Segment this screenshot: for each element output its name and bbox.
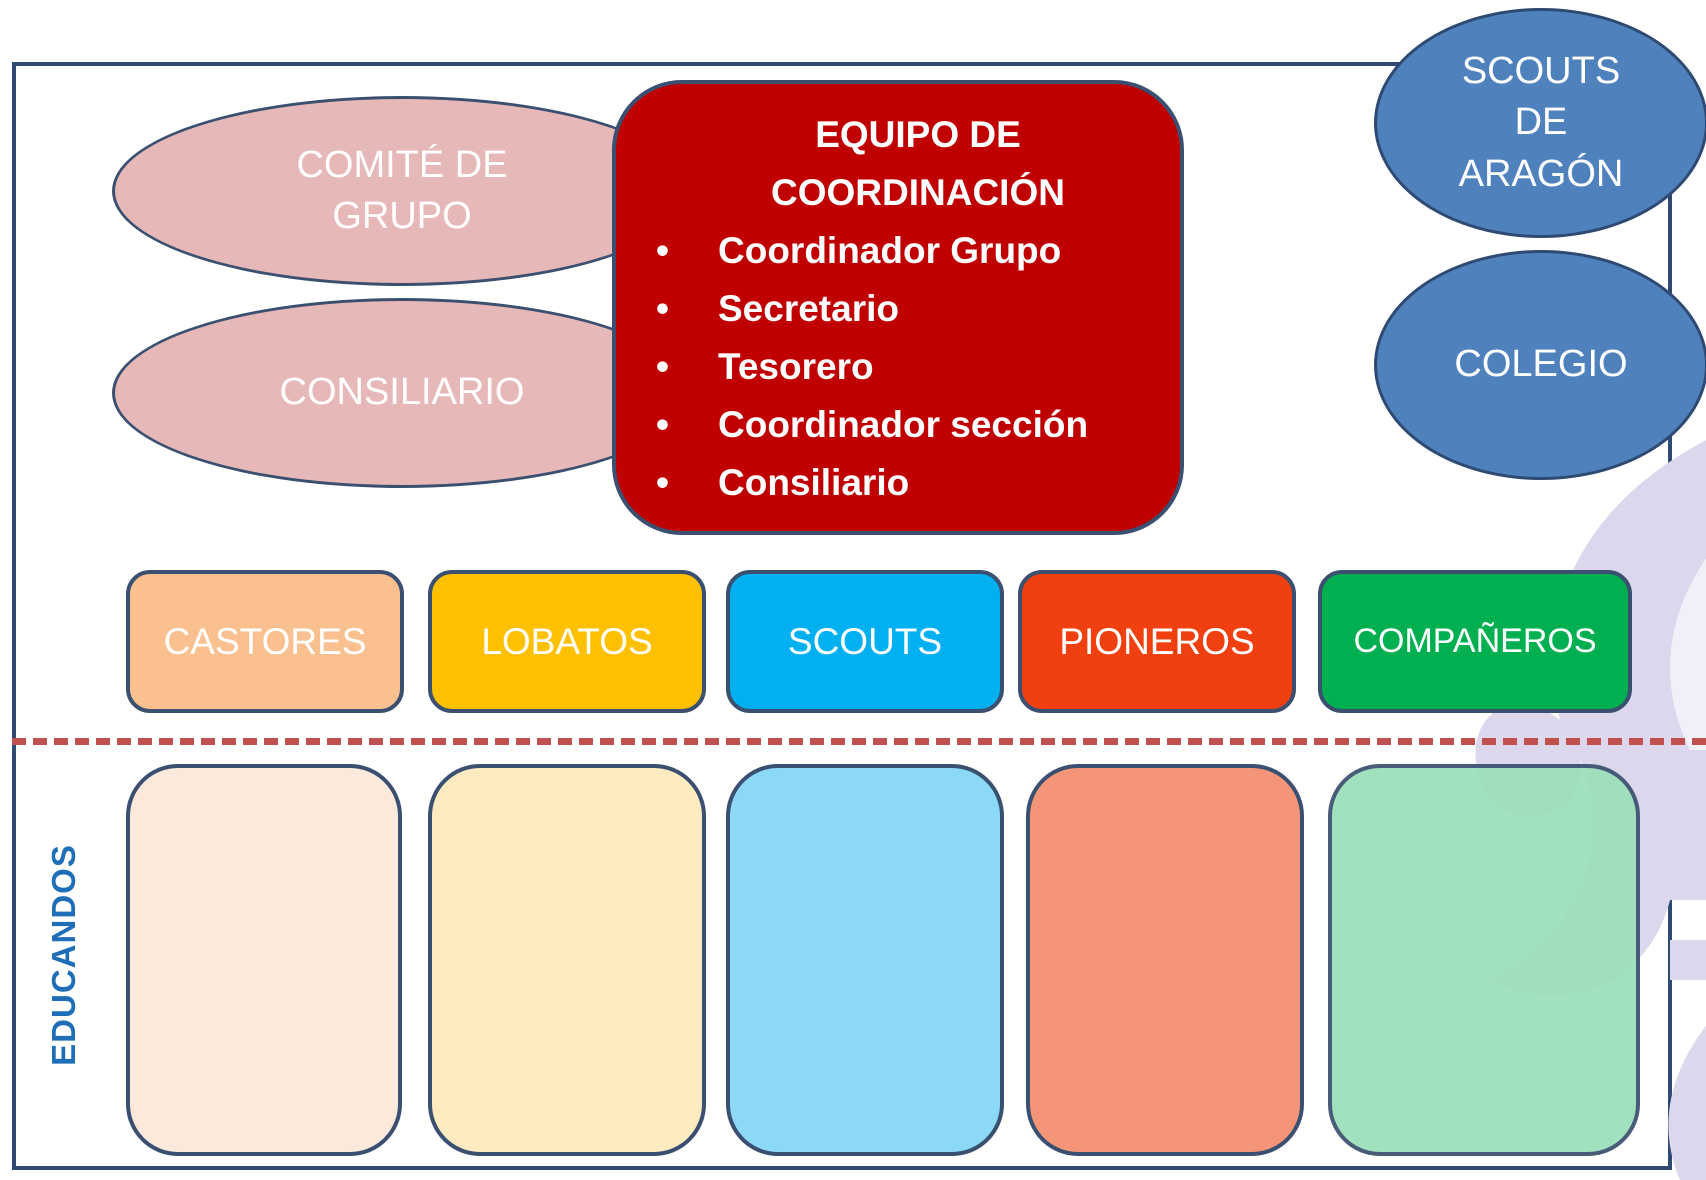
coordinacion-item: Coordinador sección <box>616 396 1180 454</box>
fleur-de-lis-watermark-icon <box>1475 440 1706 1180</box>
coordinacion-item: Consiliario <box>616 454 1180 512</box>
section-label: LOBATOS <box>481 620 653 662</box>
separator-dashed-line <box>12 738 1706 745</box>
section-pioneros: PIONEROS <box>1018 570 1296 713</box>
coordinacion-item: Coordinador Grupo <box>616 222 1180 280</box>
educandos-pioneros-box <box>1026 764 1304 1156</box>
consiliario-label: CONSILIARIO <box>279 371 525 414</box>
equipo-de-coordinacion-title: EQUIPO DE COORDINACIÓN <box>771 114 1065 213</box>
consiliario-node: CONSILIARIO <box>112 298 692 488</box>
section-companeros: COMPAÑEROS <box>1318 570 1632 713</box>
coordinacion-list: Coordinador Grupo Secretario Tesorero Co… <box>616 222 1180 512</box>
equipo-de-coordinacion-node: EQUIPO DE COORDINACIÓN Coordinador Grupo… <box>612 80 1184 535</box>
scouts-de-aragon-node: SCOUTS DE ARAGÓN <box>1374 8 1706 238</box>
section-lobatos: LOBATOS <box>428 570 706 713</box>
section-label: CASTORES <box>163 620 367 662</box>
educandos-lobatos-box <box>428 764 706 1156</box>
colegio-node: COLEGIO <box>1374 250 1706 480</box>
educandos-label: EDUCANDOS <box>45 844 82 1066</box>
coordinacion-item: Secretario <box>616 280 1180 338</box>
educandos-castores-box <box>126 764 402 1156</box>
educandos-companeros-box <box>1328 764 1640 1156</box>
comite-de-grupo-label: COMITÉ DE GRUPO <box>296 143 508 237</box>
coordinacion-item: Tesorero <box>616 338 1180 396</box>
educandos-scouts-box <box>726 764 1004 1156</box>
section-label: PIONEROS <box>1059 620 1255 662</box>
colegio-label: COLEGIO <box>1454 343 1628 386</box>
section-label: COMPAÑEROS <box>1353 622 1597 660</box>
section-scouts: SCOUTS <box>726 570 1004 713</box>
scouts-de-aragon-label: SCOUTS DE ARAGÓN <box>1458 50 1624 195</box>
comite-de-grupo-node: COMITÉ DE GRUPO <box>112 96 692 286</box>
section-castores: CASTORES <box>126 570 404 713</box>
section-label: SCOUTS <box>787 620 943 662</box>
